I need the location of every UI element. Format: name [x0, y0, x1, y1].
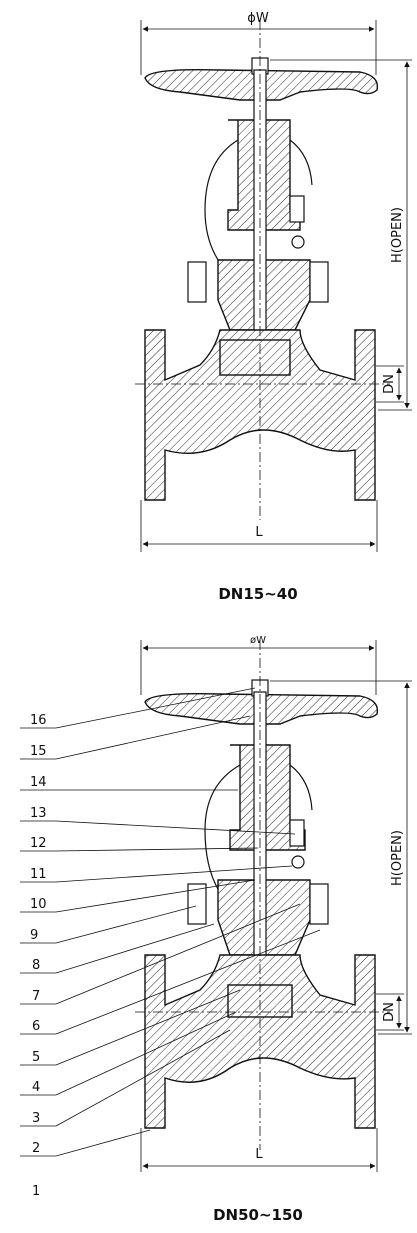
gland-eyebolt: [291, 235, 305, 249]
part-number: 12: [30, 836, 47, 851]
part-number: 7: [32, 989, 40, 1004]
gland-eyebolt: [291, 855, 305, 869]
part-number: 3: [32, 1111, 40, 1126]
bonnet-bolt-right: [309, 261, 329, 303]
height-dimension-label: H(OPEN): [390, 830, 405, 886]
part-number: 13: [30, 806, 47, 821]
length-dimension-label: L: [255, 525, 263, 540]
width-dimension-label: ϕW: [247, 11, 269, 26]
valve-body: [144, 329, 376, 501]
disc: [219, 339, 291, 376]
yoke-arm-right: [289, 139, 313, 186]
part-number: 6: [32, 1019, 40, 1034]
valve-drawing-dn15-40: ϕW H(OPEN) DN L DN15~: [135, 11, 412, 603]
yoke-arm-left: [204, 139, 239, 276]
bonnet-bolt-left: [187, 261, 207, 303]
dn-dimension-label: DN: [382, 1002, 397, 1022]
part-number: 14: [30, 775, 47, 790]
bonnet-bolt-right: [309, 883, 329, 925]
height-dimension-label: H(OPEN): [390, 207, 405, 263]
dn-dimension-label: DN: [382, 374, 397, 394]
part-number: 5: [32, 1050, 40, 1065]
part-number: 15: [30, 744, 47, 759]
yoke-arm-left: [204, 764, 241, 906]
part-number: 11: [30, 867, 47, 882]
yoke-arm-right: [289, 764, 313, 811]
part-number: 1: [32, 1184, 40, 1199]
part-number: 2: [32, 1141, 40, 1156]
caption-dn50-150: DN50~150: [213, 1206, 303, 1224]
bonnet-bolt-left: [187, 883, 207, 925]
part-number: 16: [30, 713, 47, 728]
gland-bolt: [289, 819, 305, 847]
part-number: 4: [32, 1080, 40, 1095]
part-number: 10: [30, 897, 47, 912]
caption-dn15-40: DN15~40: [218, 585, 297, 603]
part-callouts: 16 15 14 13 12 11 10 9 8 7 6 5 4 3 2 1: [20, 687, 321, 1199]
yoke: [229, 744, 306, 851]
length-dimension-label: L: [255, 1147, 263, 1162]
part-number: 9: [30, 928, 38, 943]
part-number: 8: [32, 958, 40, 973]
valve-drawing-dn50-150: øW H(OPEN) DN L: [20, 635, 412, 1224]
width-dimension-label: øW: [250, 635, 266, 646]
gland-bolt: [289, 195, 305, 223]
